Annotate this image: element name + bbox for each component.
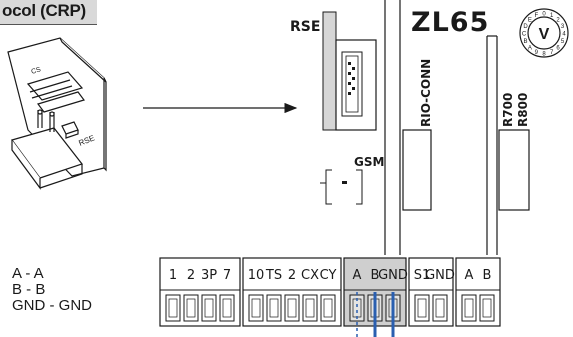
gsm-connector (320, 169, 363, 205)
rio-conn-label: RIO-CONN (419, 59, 433, 127)
dial-digit: F (534, 13, 538, 19)
terminal-label: 7 (223, 268, 231, 283)
terminal-screw (432, 294, 448, 322)
terminal-label: 1 (169, 268, 177, 283)
terminal-label: GND (378, 268, 408, 283)
page-title: ocol (CRP) (2, 1, 86, 20)
terminal-screw (248, 294, 264, 322)
rse-slot (322, 11, 377, 131)
terminal-screw (479, 294, 495, 322)
module-cs-lettering: CS (30, 66, 42, 76)
terminal-screw (219, 294, 235, 322)
terminal-screw (183, 294, 199, 322)
dial-digit: B (523, 39, 527, 45)
terminal-screw (461, 294, 477, 322)
terminal-label: B (483, 268, 492, 283)
terminal-label: S1 (414, 268, 431, 283)
dial-digit: 0 (542, 12, 546, 18)
terminal-screw (302, 294, 318, 322)
dial-digit: 3 (561, 24, 565, 30)
dial-digit: E (528, 17, 532, 23)
terminal-label: A (465, 268, 474, 283)
dial-digit: A (528, 46, 532, 52)
terminal-label: GND (425, 268, 455, 283)
wiring-legend: A - A B - B GND - GND (12, 266, 92, 314)
dial-digit: 7 (550, 50, 554, 56)
dial-digit: 2 (556, 17, 560, 23)
terminal-screw (266, 294, 282, 322)
dial-digit: 6 (556, 46, 560, 52)
rio-conn-socket (402, 129, 432, 211)
board-model-label: ZL65 (411, 7, 489, 38)
terminal-label: A (353, 268, 362, 283)
gsm-label: GSM (354, 155, 384, 169)
legend-line-gnd: GND - GND (12, 297, 92, 314)
terminal-screw (201, 294, 217, 322)
terminal-label: 2 (288, 268, 296, 283)
terminal-label: CX (301, 268, 319, 283)
terminal-label: 3P (201, 268, 217, 283)
terminal-label: 2 (187, 268, 195, 283)
legend-line-a: A - A (12, 265, 44, 282)
dial-digit: 8 (542, 52, 546, 58)
terminal-label: TS (265, 268, 282, 283)
legend-line-b: B - B (12, 281, 46, 298)
title-banner (0, 0, 97, 25)
terminal-screw (320, 294, 336, 322)
dial-digit: 9 (535, 50, 539, 56)
selector-letter: V (539, 26, 550, 43)
rse-label: RSE (290, 19, 320, 35)
dial-digit: 1 (550, 13, 554, 19)
dial-digit: 5 (561, 39, 565, 45)
dial-digit: D (523, 24, 528, 30)
terminal-label: CY (320, 268, 337, 283)
terminal-label: B (371, 268, 380, 283)
r700-r800-socket (498, 129, 530, 211)
terminal-screw (165, 294, 181, 322)
terminal-label: 10 (248, 268, 265, 283)
dial-digit: C (522, 32, 527, 38)
dial-digit: 4 (562, 32, 566, 38)
r700-label: R700 (501, 93, 515, 127)
terminal-screw (414, 294, 430, 322)
terminal-screw (284, 294, 300, 322)
r800-label: R800 (516, 93, 530, 127)
crp-module-illustration (7, 37, 107, 190)
